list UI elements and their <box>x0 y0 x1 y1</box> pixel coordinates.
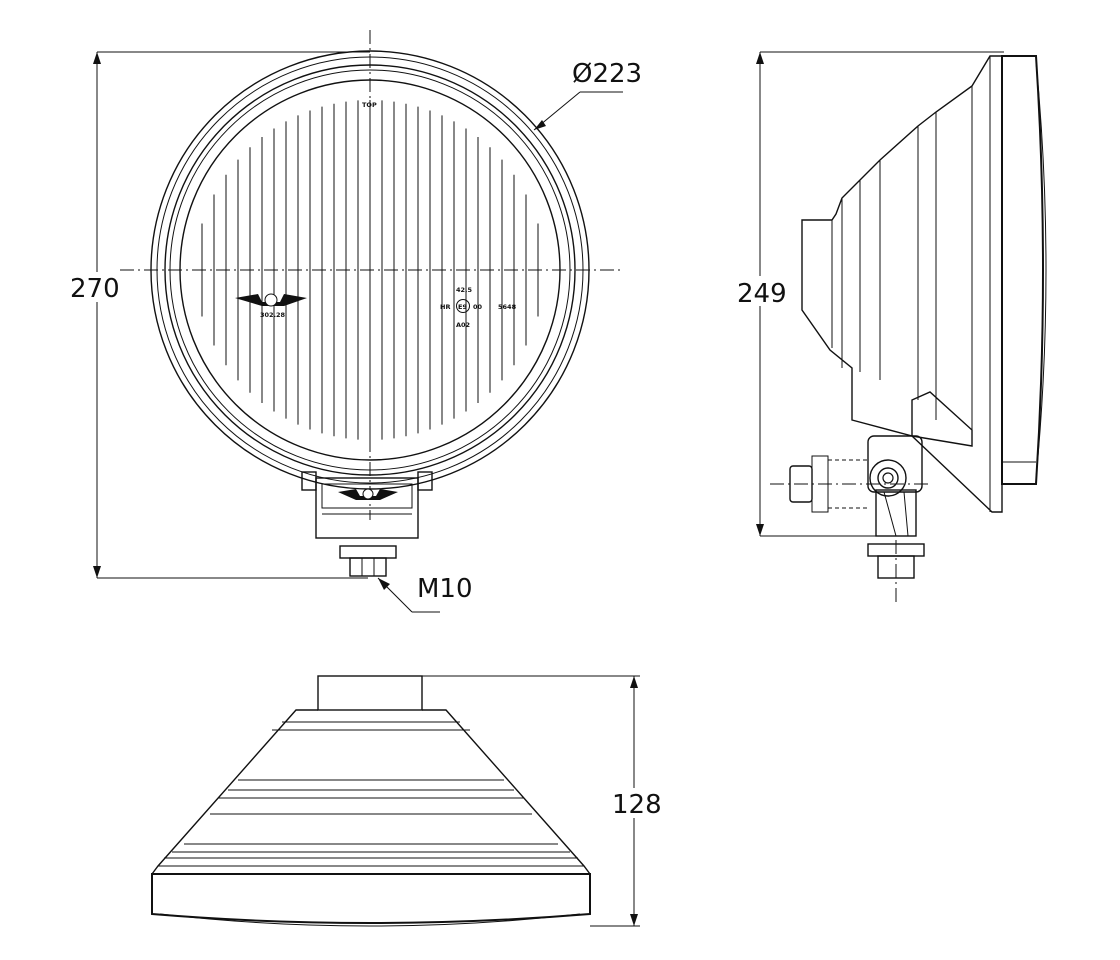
bottom-housing-steps <box>151 709 591 875</box>
lens-mark-approval: 5648 <box>498 303 517 311</box>
side-mount-bracket <box>770 435 930 606</box>
front-mount-bracket <box>301 471 433 577</box>
lens-mark-a02: A02 <box>456 321 470 329</box>
lens-mark-e9: E9 <box>458 303 467 311</box>
lens-mark-42: 42,5 <box>456 286 473 294</box>
dimension-270: 270 <box>70 274 120 304</box>
side-housing-steps <box>831 56 991 512</box>
dimension-249: 249 <box>737 279 787 309</box>
bottom-right-profile <box>422 709 591 875</box>
lens-mark-hr: HR <box>440 303 450 311</box>
front-view: TOP 302.28 42,5 HR E9 00 5648 A02 <box>68 30 642 613</box>
bottom-left-profile <box>151 709 318 875</box>
side-view: 249 <box>734 51 1047 606</box>
lens-logo-icon <box>235 293 307 307</box>
dimension-diameter: Ø223 <box>572 59 642 89</box>
lens-logo-code: 302.28 <box>260 311 286 319</box>
lens-top-mark: TOP <box>362 101 377 109</box>
dimension-m10: M10 <box>417 574 473 604</box>
bottom-view: 128 <box>151 675 664 927</box>
dimension-128: 128 <box>612 790 662 820</box>
lens-mark-00: 00 <box>473 303 483 311</box>
